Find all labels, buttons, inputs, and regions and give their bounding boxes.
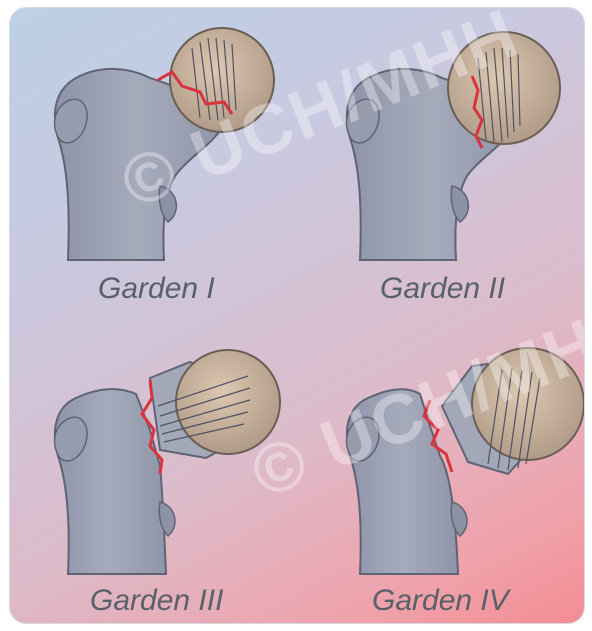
panel-garden-3 xyxy=(55,350,280,574)
caption-garden-2: Garden II xyxy=(380,272,505,306)
femoral-head xyxy=(170,28,274,132)
femoral-head xyxy=(176,350,280,454)
femur-illustrations xyxy=(10,8,584,623)
panel-garden-1 xyxy=(55,28,274,260)
caption-garden-1: Garden I xyxy=(98,272,215,306)
caption-garden-4: Garden IV xyxy=(372,584,509,618)
femoral-head xyxy=(448,32,560,144)
panel-garden-4 xyxy=(347,348,584,574)
caption-garden-3: Garden III xyxy=(90,584,223,618)
diagram-frame: © UCH/MHH © UCH/MHH Garden I Garden II G… xyxy=(10,8,584,623)
femoral-head xyxy=(472,348,584,460)
panel-garden-2 xyxy=(347,32,560,260)
